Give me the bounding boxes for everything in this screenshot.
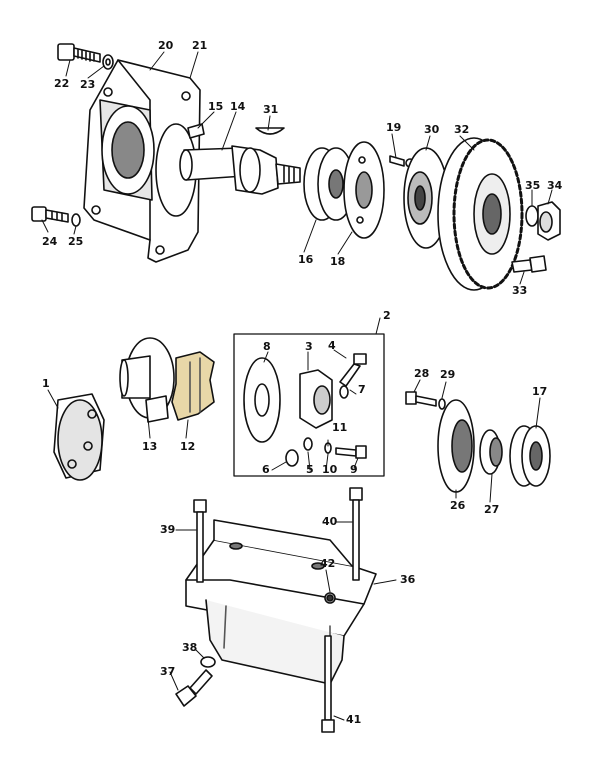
bolt-9-part [335, 445, 367, 459]
washer-7-part [339, 385, 349, 399]
bush-27-part [479, 429, 503, 475]
part-label-19: 19 [386, 121, 402, 134]
flange-18-part [343, 141, 385, 239]
part-label-27: 27 [484, 503, 500, 516]
nut-5-part [303, 437, 313, 451]
flange-26-part [437, 399, 475, 493]
bolt-40-part [349, 487, 363, 581]
bolt-41-part [321, 635, 335, 733]
part-label-30: 30 [424, 123, 440, 136]
nut-34-part [537, 201, 561, 241]
spider-12-part [171, 351, 215, 421]
part-label-32: 32 [454, 123, 470, 136]
part-label-23: 23 [80, 78, 96, 91]
part-label-20: 20 [158, 39, 174, 52]
part-label-41: 41 [346, 713, 362, 726]
part-label-39: 39 [160, 523, 176, 536]
bolt-39-part [193, 499, 207, 583]
part-label-34: 34 [547, 179, 563, 192]
part-label-38: 38 [182, 641, 198, 654]
part-label-4: 4 [328, 339, 336, 352]
part-label-35: 35 [525, 179, 541, 192]
part-label-7: 7 [358, 383, 366, 396]
bolt-28-part [405, 391, 437, 407]
part-label-8: 8 [263, 340, 271, 353]
part-label-5: 5 [306, 463, 314, 476]
bolt-22-part [57, 43, 101, 63]
leader-lines [41, 51, 553, 721]
washer-23-part [102, 54, 114, 70]
part-label-13: 13 [142, 440, 158, 453]
bolt-19-part [389, 155, 405, 167]
part-label-17: 17 [532, 385, 548, 398]
part-label-15: 15 [208, 100, 224, 113]
bolt-4-part [339, 353, 367, 387]
kit-2-box [233, 333, 385, 477]
plate-8-part [243, 357, 281, 443]
bolt-24-part [31, 206, 69, 223]
woodruff-key-31-part [255, 127, 285, 135]
part-label-1: 1 [42, 377, 50, 390]
bolt-37-part [175, 669, 213, 707]
key-15-part [187, 123, 205, 139]
part-label-18: 18 [330, 255, 346, 268]
part-label-14: 14 [230, 100, 246, 113]
part-label-33: 33 [512, 284, 528, 297]
part-label-2: 2 [383, 309, 391, 322]
flange-13-part [119, 337, 175, 423]
part-label-16: 16 [298, 253, 314, 266]
nut-42-part [326, 594, 334, 602]
part-label-37: 37 [160, 665, 176, 678]
part-label-29: 29 [440, 368, 456, 381]
washer-35-part [525, 205, 539, 227]
part-label-26: 26 [450, 499, 466, 512]
part-label-22: 22 [54, 77, 70, 90]
part-label-6: 6 [262, 463, 270, 476]
part-label-25: 25 [68, 235, 84, 248]
coupling-1-part [53, 393, 105, 481]
nut-6-part [285, 449, 299, 467]
part-label-40: 40 [322, 515, 338, 528]
part-label-3: 3 [305, 340, 313, 353]
washer-38-part [200, 656, 216, 668]
part-label-21: 21 [192, 39, 208, 52]
part-label-36: 36 [400, 573, 416, 586]
washer-25-part [71, 213, 81, 227]
bolt-33-part [511, 255, 547, 273]
sprocket-32-part [437, 137, 524, 291]
part-label-11: 11 [332, 421, 348, 434]
part-label-24: 24 [42, 235, 58, 248]
housing-plate-20-part [83, 59, 201, 263]
part-label-12: 12 [180, 440, 196, 453]
part-label-9: 9 [350, 463, 358, 476]
block-3-part [299, 369, 333, 429]
part-label-28: 28 [414, 367, 430, 380]
bearing-17-part [509, 425, 551, 487]
washer-29-part [438, 398, 446, 410]
part-label-42: 42 [320, 557, 336, 570]
part-label-10: 10 [322, 463, 338, 476]
part-label-31: 31 [263, 103, 279, 116]
shaft-14-part [179, 145, 301, 195]
